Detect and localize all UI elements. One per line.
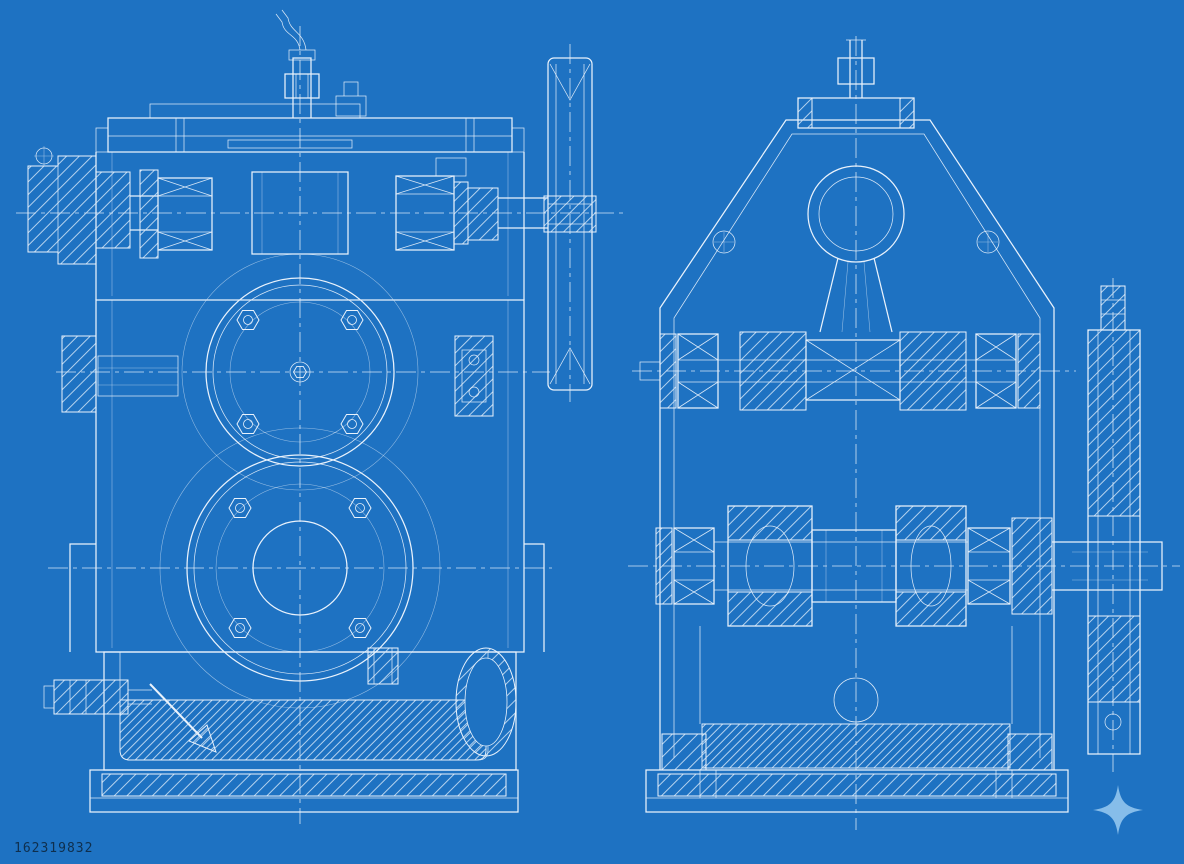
hex-bolt (348, 618, 372, 638)
pulley-hub (543, 195, 597, 233)
top-bearing-bore (807, 165, 905, 263)
output-gear-section (1087, 285, 1141, 755)
intermediate-shaft-assembly (639, 331, 1041, 411)
gear-blank (251, 171, 349, 255)
side-view (628, 36, 1180, 830)
intermediate-gear-right (899, 331, 967, 411)
output-shaft-end (1052, 541, 1163, 591)
base-flange (89, 769, 519, 813)
hex-bolt (236, 310, 260, 330)
hex-bolt (340, 310, 364, 330)
oil-sump (43, 647, 517, 771)
drain-plug (43, 679, 152, 715)
rib-bolt-hole (712, 230, 736, 254)
base-flange-side (645, 769, 1069, 813)
upper-shaft-assembly (139, 157, 548, 259)
upper-inspection-cover (205, 277, 395, 467)
output-gearwheel-right (895, 505, 967, 627)
intermediate-gear-left (739, 331, 807, 411)
gear-web (805, 339, 901, 401)
intermediate-bearing-left (677, 333, 719, 409)
output-bearing-left (673, 527, 715, 605)
right-bearing-boss (454, 335, 494, 417)
left-flange (61, 335, 97, 413)
watermark-id: 162319832 (14, 841, 94, 856)
breather-cap (275, 9, 367, 118)
rib-bolt-hole (976, 230, 1000, 254)
hex-nut (837, 57, 875, 85)
bearing-end-cover (1011, 517, 1053, 615)
oil-level-hatch (701, 723, 1011, 769)
cable-line (275, 9, 307, 51)
v-belt-pulley (543, 57, 597, 391)
bottom-plug (367, 647, 399, 685)
upper-bearing-right (395, 157, 499, 251)
hex-bolt (228, 618, 252, 638)
side-housing (659, 119, 1055, 770)
drain-boss (833, 677, 879, 723)
sparkle-icon (1093, 785, 1143, 835)
oil-sump-side (661, 626, 1053, 771)
front-view (16, 9, 626, 824)
shaft-stub (639, 361, 661, 381)
output-shaft-assembly (655, 505, 1163, 627)
hex-bolt (236, 414, 260, 434)
side-cover-oval (455, 647, 517, 757)
top-bearing-and-cap (797, 39, 915, 333)
hex-bolt (228, 498, 252, 518)
intermediate-bearing-right (975, 333, 1017, 409)
oil-flow-arrow (149, 683, 217, 753)
hex-bolt (348, 498, 372, 518)
input-coupling (27, 146, 158, 265)
hex-bolt (340, 414, 364, 434)
output-bearing-right (967, 527, 1011, 605)
upper-bearing-left (139, 169, 213, 259)
